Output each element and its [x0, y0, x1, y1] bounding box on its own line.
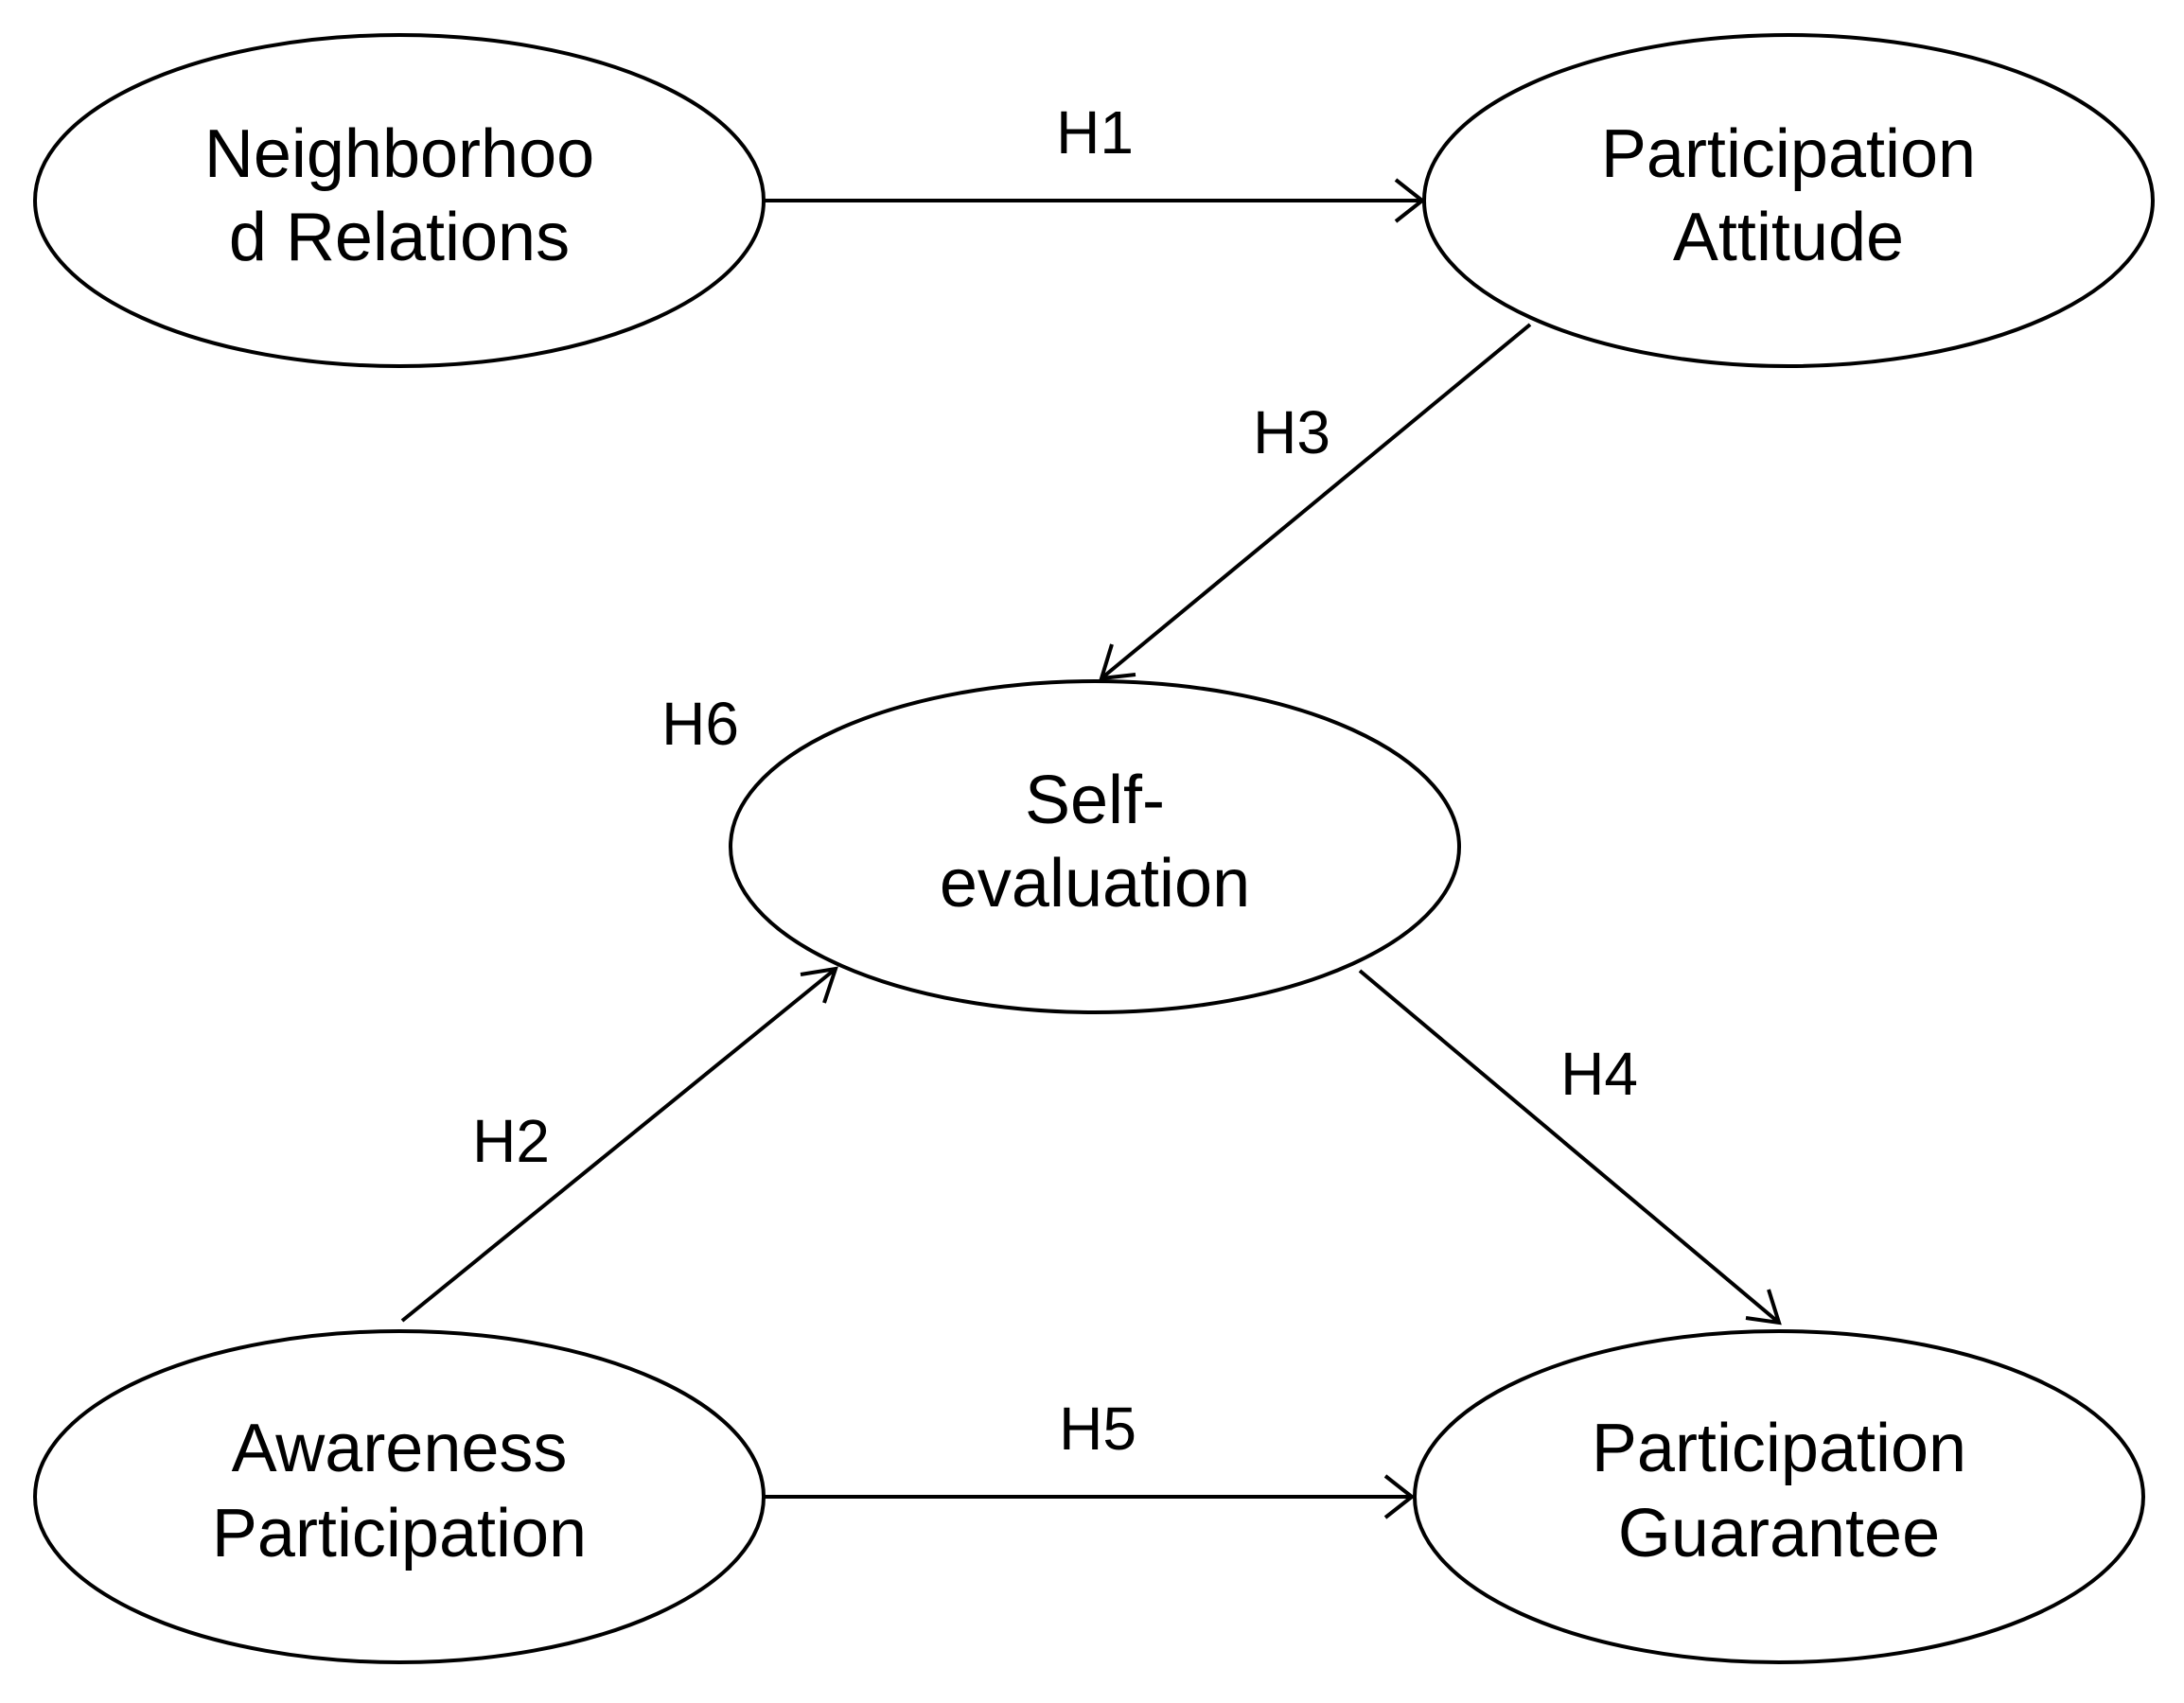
node-awareness-participation-line2: Participation	[212, 1496, 587, 1571]
edge-h4	[1358, 969, 1782, 1326]
edge-h2-line	[400, 967, 837, 1323]
node-awareness-participation-line1: Awareness	[232, 1411, 568, 1486]
edge-label-h4: H4	[1560, 1040, 1638, 1108]
node-participation-guarantee-line2: Guarantee	[1618, 1496, 1940, 1571]
node-participation-guarantee: Participation Guarantee	[1413, 1329, 2145, 1664]
node-neighborhood-relations: Neighborhoo d Relations	[33, 33, 766, 368]
node-participation-attitude-ellipse	[1422, 33, 2155, 368]
node-neighborhood-relations-ellipse	[33, 33, 766, 368]
edge-h5	[765, 1474, 1416, 1519]
edge-h1	[765, 178, 1426, 223]
node-participation-attitude-line1: Participation	[1601, 116, 1976, 192]
label-h6: H6	[661, 690, 739, 758]
edge-h3	[1099, 323, 1532, 681]
edge-h5-arrowhead	[1383, 1474, 1416, 1519]
edge-h2	[400, 966, 838, 1323]
node-participation-attitude-line2: Attitude	[1673, 200, 1904, 275]
edge-h3-line	[1100, 323, 1532, 680]
node-self-evaluation-ellipse	[729, 679, 1461, 1014]
edge-h4-arrowhead	[1745, 1289, 1782, 1326]
edge-label-h1: H1	[1056, 98, 1134, 167]
node-participation-guarantee-ellipse	[1413, 1329, 2145, 1664]
node-neighborhood-relations-line1: Neighborhoo	[204, 116, 594, 192]
node-participation-attitude: Participation Attitude	[1422, 33, 2155, 368]
node-self-evaluation: Self- evaluation	[729, 679, 1461, 1014]
edge-label-h2: H2	[472, 1107, 550, 1175]
node-awareness-participation: Awareness Participation	[33, 1329, 766, 1664]
edge-label-h5: H5	[1059, 1395, 1136, 1463]
node-participation-guarantee-line1: Participation	[1592, 1411, 1966, 1486]
edge-label-h3: H3	[1253, 398, 1330, 466]
node-neighborhood-relations-line2: d Relations	[229, 200, 570, 275]
edge-h3-arrowhead	[1099, 643, 1136, 681]
node-awareness-participation-ellipse	[33, 1329, 766, 1664]
node-self-evaluation-line2: evaluation	[940, 846, 1250, 922]
edge-h2-arrowhead	[800, 966, 838, 1004]
edge-h4-line	[1358, 969, 1781, 1325]
node-self-evaluation-line1: Self-	[1025, 763, 1165, 838]
